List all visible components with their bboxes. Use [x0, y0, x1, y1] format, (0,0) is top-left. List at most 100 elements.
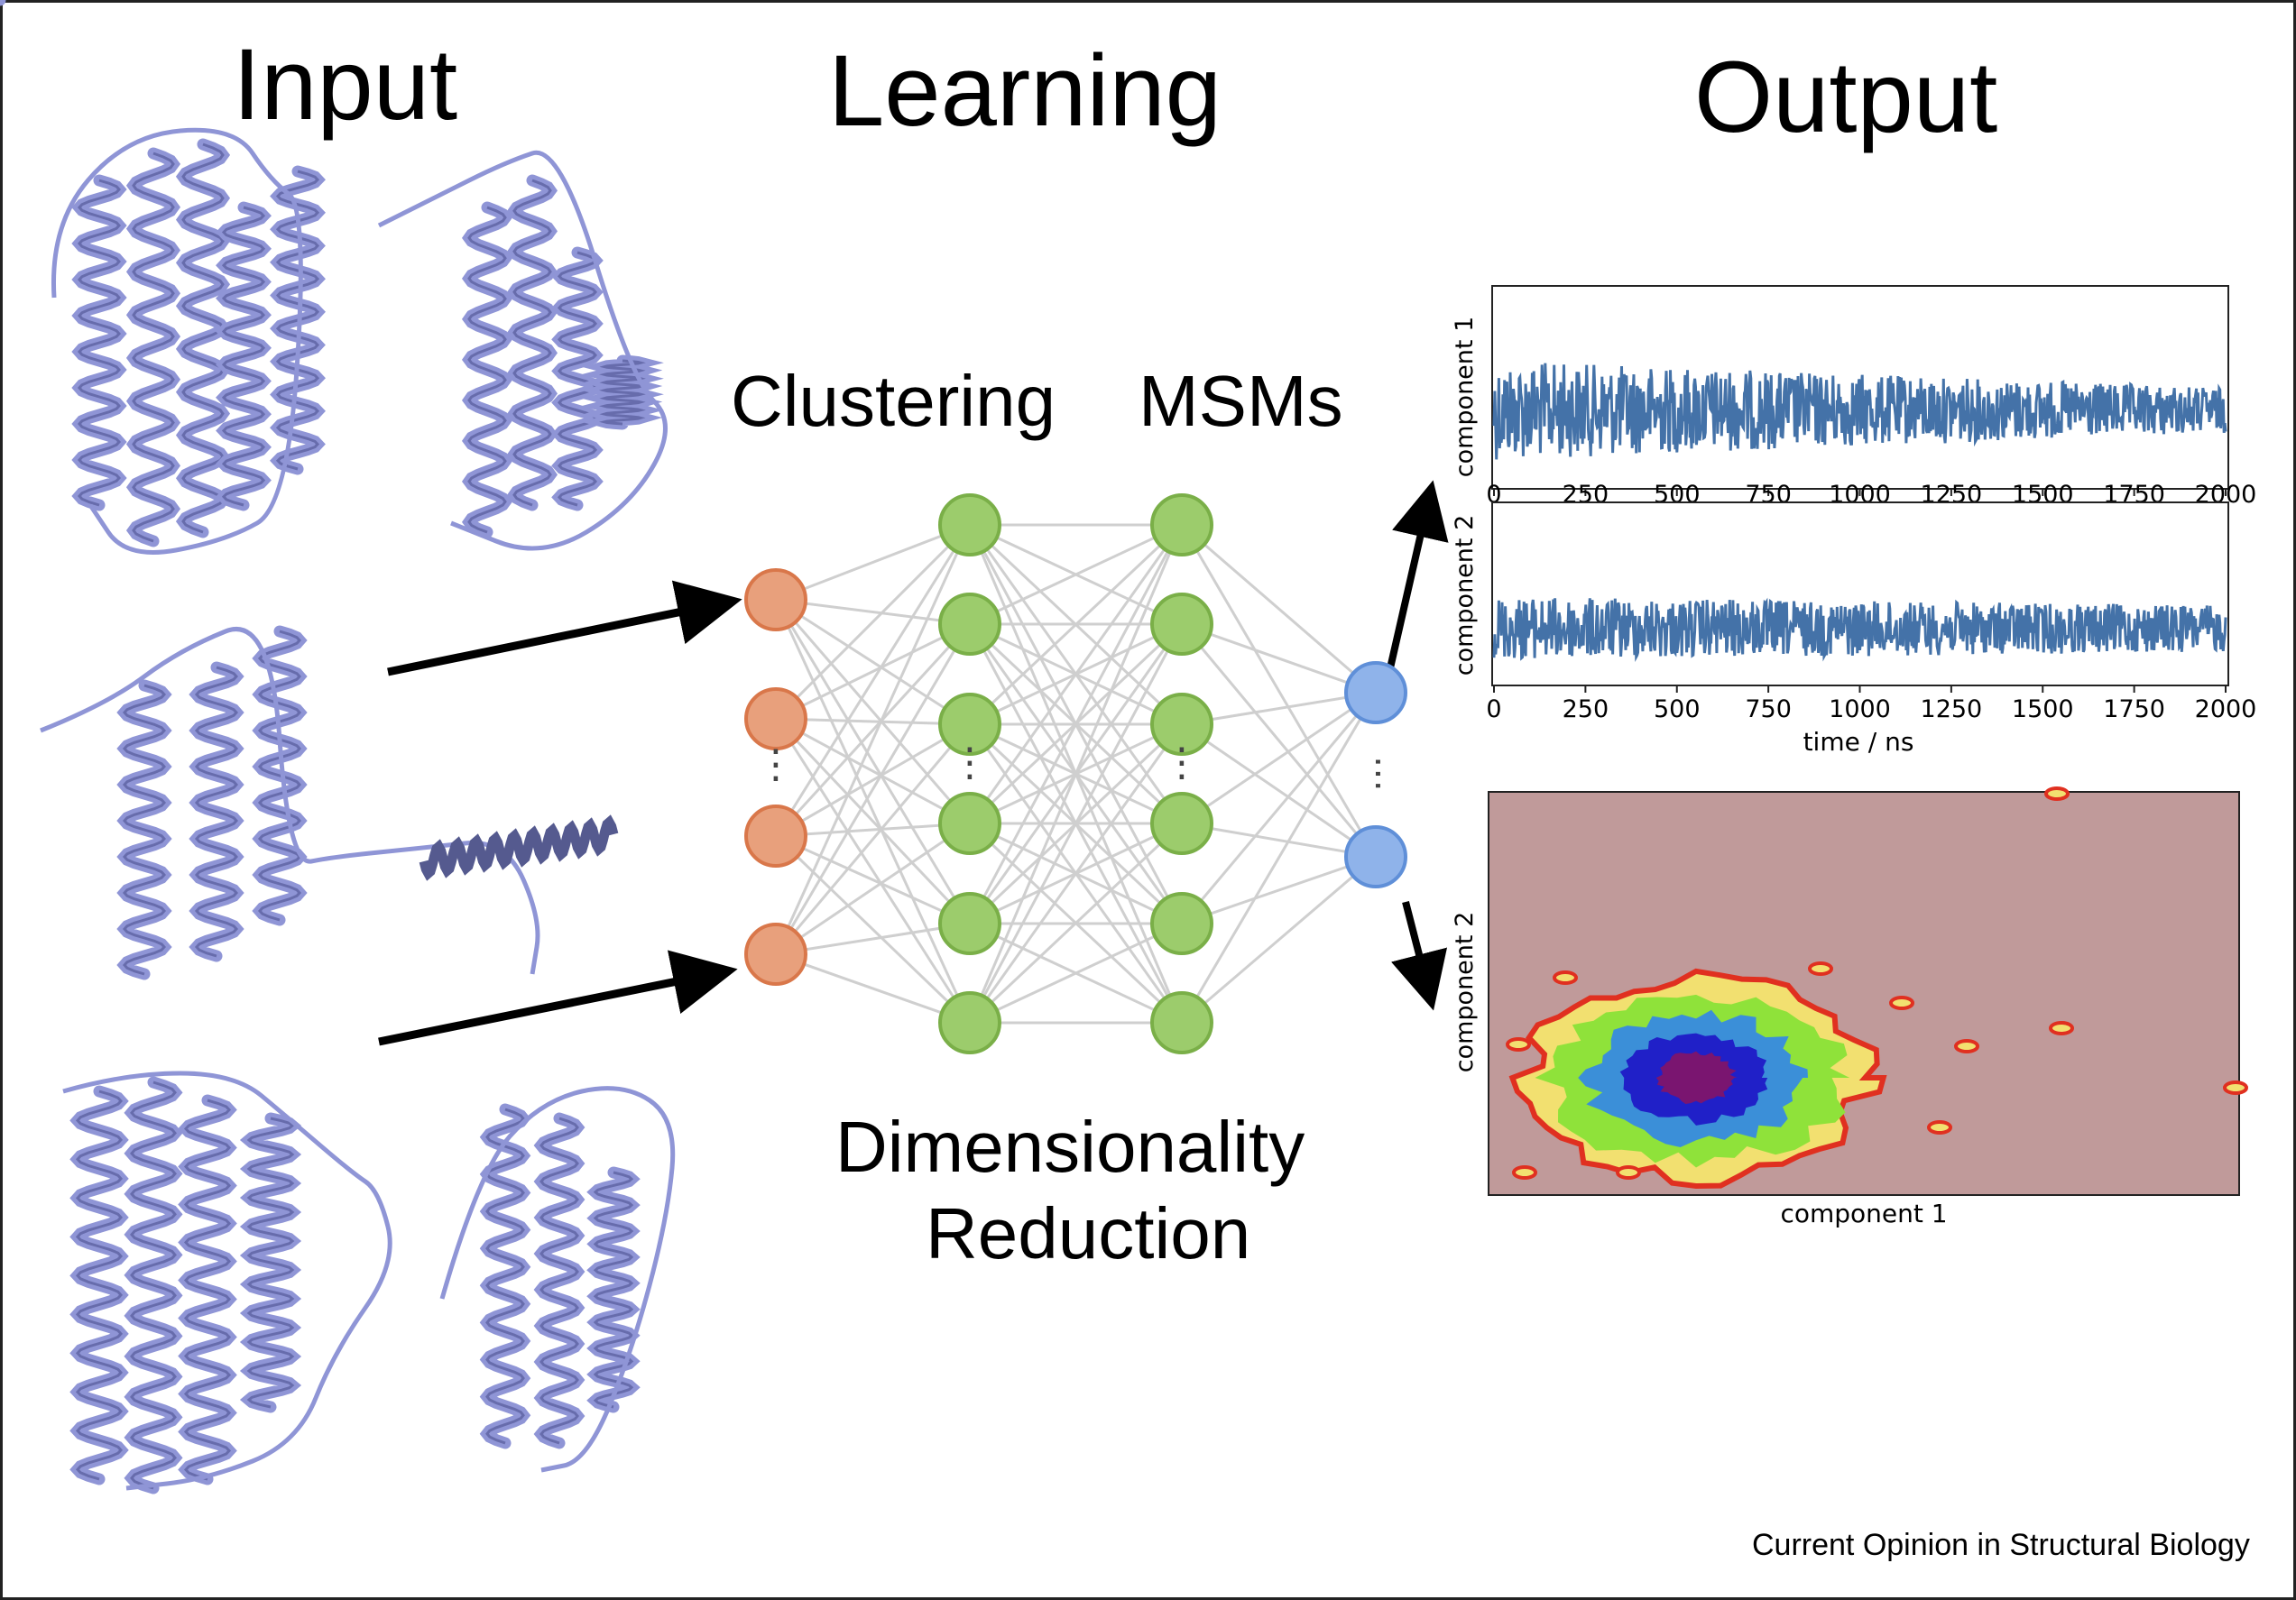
network-edge: [968, 524, 1184, 824]
network-edge: [1181, 822, 1377, 859]
heatmap-speck: [2223, 1080, 2248, 1095]
arrow-output-bottom: [1391, 901, 1448, 1011]
chart2-ylabel: component 2: [1451, 515, 1479, 676]
chart2-xlabel: time / ns: [1803, 727, 1914, 757]
protein-helix-edge: [485, 1108, 525, 1445]
protein-helix-edge: [512, 179, 552, 507]
network-edge: [969, 922, 1183, 1025]
network-edge: [774, 623, 972, 955]
network-edge: [1181, 691, 1377, 825]
xtick-label: 1000: [1829, 695, 1891, 723]
heatmap-speck: [1616, 1165, 1641, 1180]
heatmap-ylabel: component 2: [1451, 912, 1479, 1073]
network-node: [1150, 593, 1213, 656]
protein-helix-edge: [75, 1090, 124, 1481]
network-edge: [775, 922, 971, 956]
network-edge: [774, 524, 972, 955]
network-edges: [774, 523, 1378, 1025]
heatmap-speck: [2049, 1021, 2074, 1035]
network-edge: [1181, 722, 1377, 859]
network-node: [1344, 825, 1407, 888]
network-edge: [968, 623, 1184, 1024]
protein-loop: [439, 1086, 676, 1473]
protein-helix-edge: [78, 179, 121, 507]
label-reduction: Reduction: [926, 1193, 1251, 1274]
protein-loop: [51, 127, 303, 555]
heatmap-speck: [1889, 996, 1914, 1010]
protein-helix-edge: [130, 1080, 177, 1490]
protein-helix-edge: [183, 1099, 232, 1481]
xtick-label: 2000: [2195, 695, 2257, 723]
network-ellipsis-output: ⋯: [1358, 756, 1399, 792]
chart1-frame: [1491, 285, 2229, 490]
chart1-ylabel: component 1: [1451, 317, 1479, 478]
network-edge: [1181, 523, 1377, 694]
network-edge: [968, 524, 1184, 924]
xtick-label: 0: [1486, 695, 1501, 723]
xtick-label: 1250: [1921, 695, 1983, 723]
protein-helix-edge: [246, 1117, 295, 1409]
protein-helix: [419, 814, 619, 881]
arrow-input-bottom: [378, 950, 738, 1046]
network-edge: [775, 952, 971, 1025]
network-edge: [969, 523, 1183, 626]
network-node: [1150, 693, 1213, 756]
protein-structures: [0, 0, 676, 1494]
chart2-series: [1492, 597, 2227, 663]
heatmap-contour: [1655, 1051, 1738, 1104]
network-node: [744, 805, 807, 868]
network-node: [744, 923, 807, 986]
network-node: [1150, 493, 1213, 556]
network-ellipsis: ⋮: [950, 740, 990, 786]
network-edge: [775, 523, 971, 602]
network-edge: [774, 599, 972, 924]
network-node: [938, 693, 1001, 756]
protein-loop: [377, 150, 668, 551]
network-edge: [1180, 692, 1378, 1024]
chart2-frame: [1491, 501, 2229, 686]
network-node: [1344, 661, 1407, 724]
protein-helix-edge: [539, 1117, 579, 1445]
heatmap-xlabel: component 1: [1780, 1199, 1947, 1228]
network-node: [938, 593, 1001, 656]
heatmap-speck: [1506, 1037, 1531, 1052]
protein-helix-edge: [467, 206, 507, 534]
network-edge: [775, 834, 971, 925]
heading-learning: Learning: [828, 34, 1222, 147]
protein-helix-edge: [195, 666, 238, 958]
network-edge: [775, 717, 971, 726]
network-edge: [775, 622, 971, 721]
network-edge: [968, 723, 1184, 1024]
network-nodes: ⋮ ⋮ ⋮ ⋯: [744, 493, 1407, 1054]
protein-helix-edge: [557, 251, 598, 507]
heatmap-density-blob: [1506, 786, 2248, 1190]
label-clustering: Clustering: [731, 361, 1056, 441]
protein-helix-edge: [258, 630, 301, 922]
network-node: [938, 792, 1001, 855]
network-edge: [774, 834, 972, 1025]
network-ellipsis: ⋮: [1162, 740, 1202, 786]
heatmap-speck: [1512, 1165, 1537, 1180]
protein-loop: [40, 627, 540, 975]
network-edge: [1180, 623, 1378, 858]
label-dimensionality: Dimensionality: [835, 1107, 1305, 1187]
network-node: [938, 493, 1001, 556]
network-edge: [1181, 622, 1377, 694]
network-edge: [1180, 692, 1378, 924]
network-edge: [1181, 855, 1377, 1025]
network-edge: [775, 717, 971, 825]
network-edge: [774, 717, 972, 925]
heatmap-speck: [1808, 961, 1833, 976]
heatmap-speck: [1954, 1039, 1979, 1053]
network-ellipsis: ⋮: [756, 741, 796, 787]
protein-helix-edge: [599, 359, 646, 426]
label-msms: MSMs: [1139, 361, 1343, 441]
network-edge: [774, 523, 972, 721]
journal-credit: Current Opinion in Structural Biology: [1752, 1528, 2250, 1562]
network-edge: [968, 524, 1184, 1024]
network-node: [1150, 792, 1213, 855]
heading-output: Output: [1694, 41, 1998, 153]
